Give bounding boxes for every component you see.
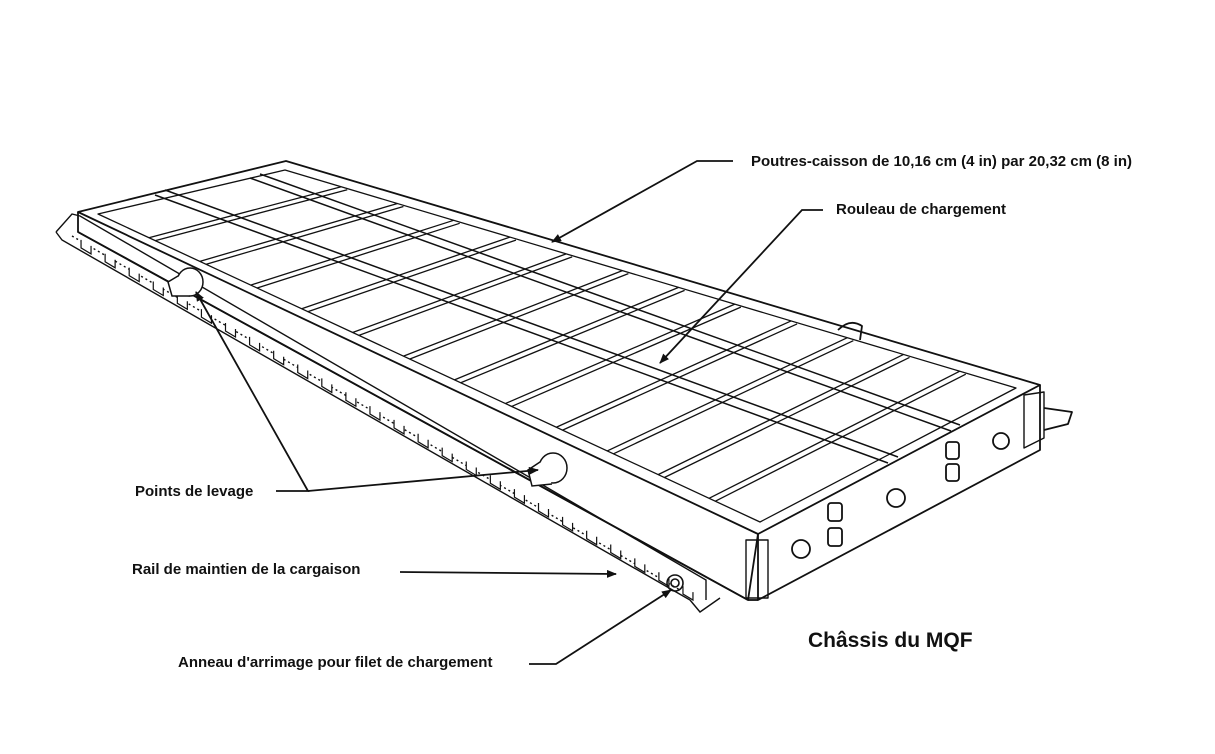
rail-notch bbox=[80, 239, 92, 255]
cargo-restraint-rail-label: Rail de maintien de la cargaison bbox=[132, 561, 361, 578]
cross-member bbox=[301, 236, 511, 310]
rail-notch bbox=[128, 267, 140, 283]
cross-member-edge bbox=[409, 273, 629, 360]
lifting-points bbox=[167, 267, 568, 487]
rail-notch bbox=[152, 281, 164, 297]
rail-notch bbox=[441, 447, 453, 463]
cross-member-edge bbox=[562, 323, 798, 431]
diagram-title: Châssis du MQF bbox=[808, 629, 973, 652]
rail-notch bbox=[682, 586, 694, 602]
cross-member bbox=[606, 337, 848, 452]
rail-notch bbox=[297, 364, 309, 380]
tie-down-ring bbox=[666, 574, 684, 592]
rail-notch bbox=[465, 461, 477, 477]
cross-member bbox=[454, 286, 679, 381]
cross-member bbox=[657, 353, 904, 476]
cross-member-edge bbox=[511, 306, 742, 408]
cross-member bbox=[505, 303, 736, 405]
rail-notch bbox=[321, 378, 333, 394]
rail-notch bbox=[417, 433, 429, 449]
rail-notch bbox=[345, 392, 357, 408]
rail-notch bbox=[369, 406, 381, 422]
box-beams-label: Poutres-caisson de 10,16 cm (4 in) par 2… bbox=[751, 153, 1132, 170]
rail-notch bbox=[273, 350, 285, 366]
cross-members bbox=[148, 186, 967, 502]
rail-notch bbox=[176, 295, 188, 311]
tie-down-ring-label: Anneau d'arrimage pour filet de chargeme… bbox=[178, 654, 493, 671]
cross-member-edge bbox=[154, 189, 348, 242]
leader-lines bbox=[195, 160, 823, 665]
cross-member-edge bbox=[256, 222, 460, 289]
rail-notch bbox=[537, 503, 550, 519]
cross-member-edge bbox=[307, 239, 517, 313]
cross-member-edge bbox=[205, 205, 404, 266]
rail-notch bbox=[561, 516, 574, 532]
rail-notch bbox=[634, 558, 646, 574]
cross-member-edge bbox=[663, 356, 910, 479]
cross-member bbox=[148, 186, 342, 239]
rail-notch bbox=[489, 475, 501, 491]
cross-member-edge bbox=[460, 289, 685, 384]
rail-notch bbox=[586, 530, 598, 546]
rail-notch bbox=[393, 419, 405, 435]
lifting-points-label: Points de levage bbox=[135, 483, 254, 500]
cross-member bbox=[199, 202, 398, 263]
rail-notch bbox=[610, 544, 622, 560]
rail-notches bbox=[80, 239, 694, 602]
chassis-frame bbox=[77, 160, 1073, 601]
rail-notch bbox=[104, 253, 116, 269]
cross-member-edge bbox=[714, 373, 967, 502]
rail-notch bbox=[248, 336, 261, 352]
cross-member bbox=[250, 219, 454, 286]
rail-notch bbox=[224, 323, 237, 339]
rail-notch bbox=[513, 489, 526, 505]
cross-member-edge bbox=[612, 340, 854, 455]
cross-member bbox=[556, 320, 792, 428]
cross-member bbox=[352, 253, 567, 334]
cross-member-edge bbox=[358, 256, 573, 337]
cross-member bbox=[403, 270, 623, 357]
cross-member bbox=[708, 370, 961, 499]
loading-roller-label: Rouleau de chargement bbox=[836, 201, 1007, 218]
